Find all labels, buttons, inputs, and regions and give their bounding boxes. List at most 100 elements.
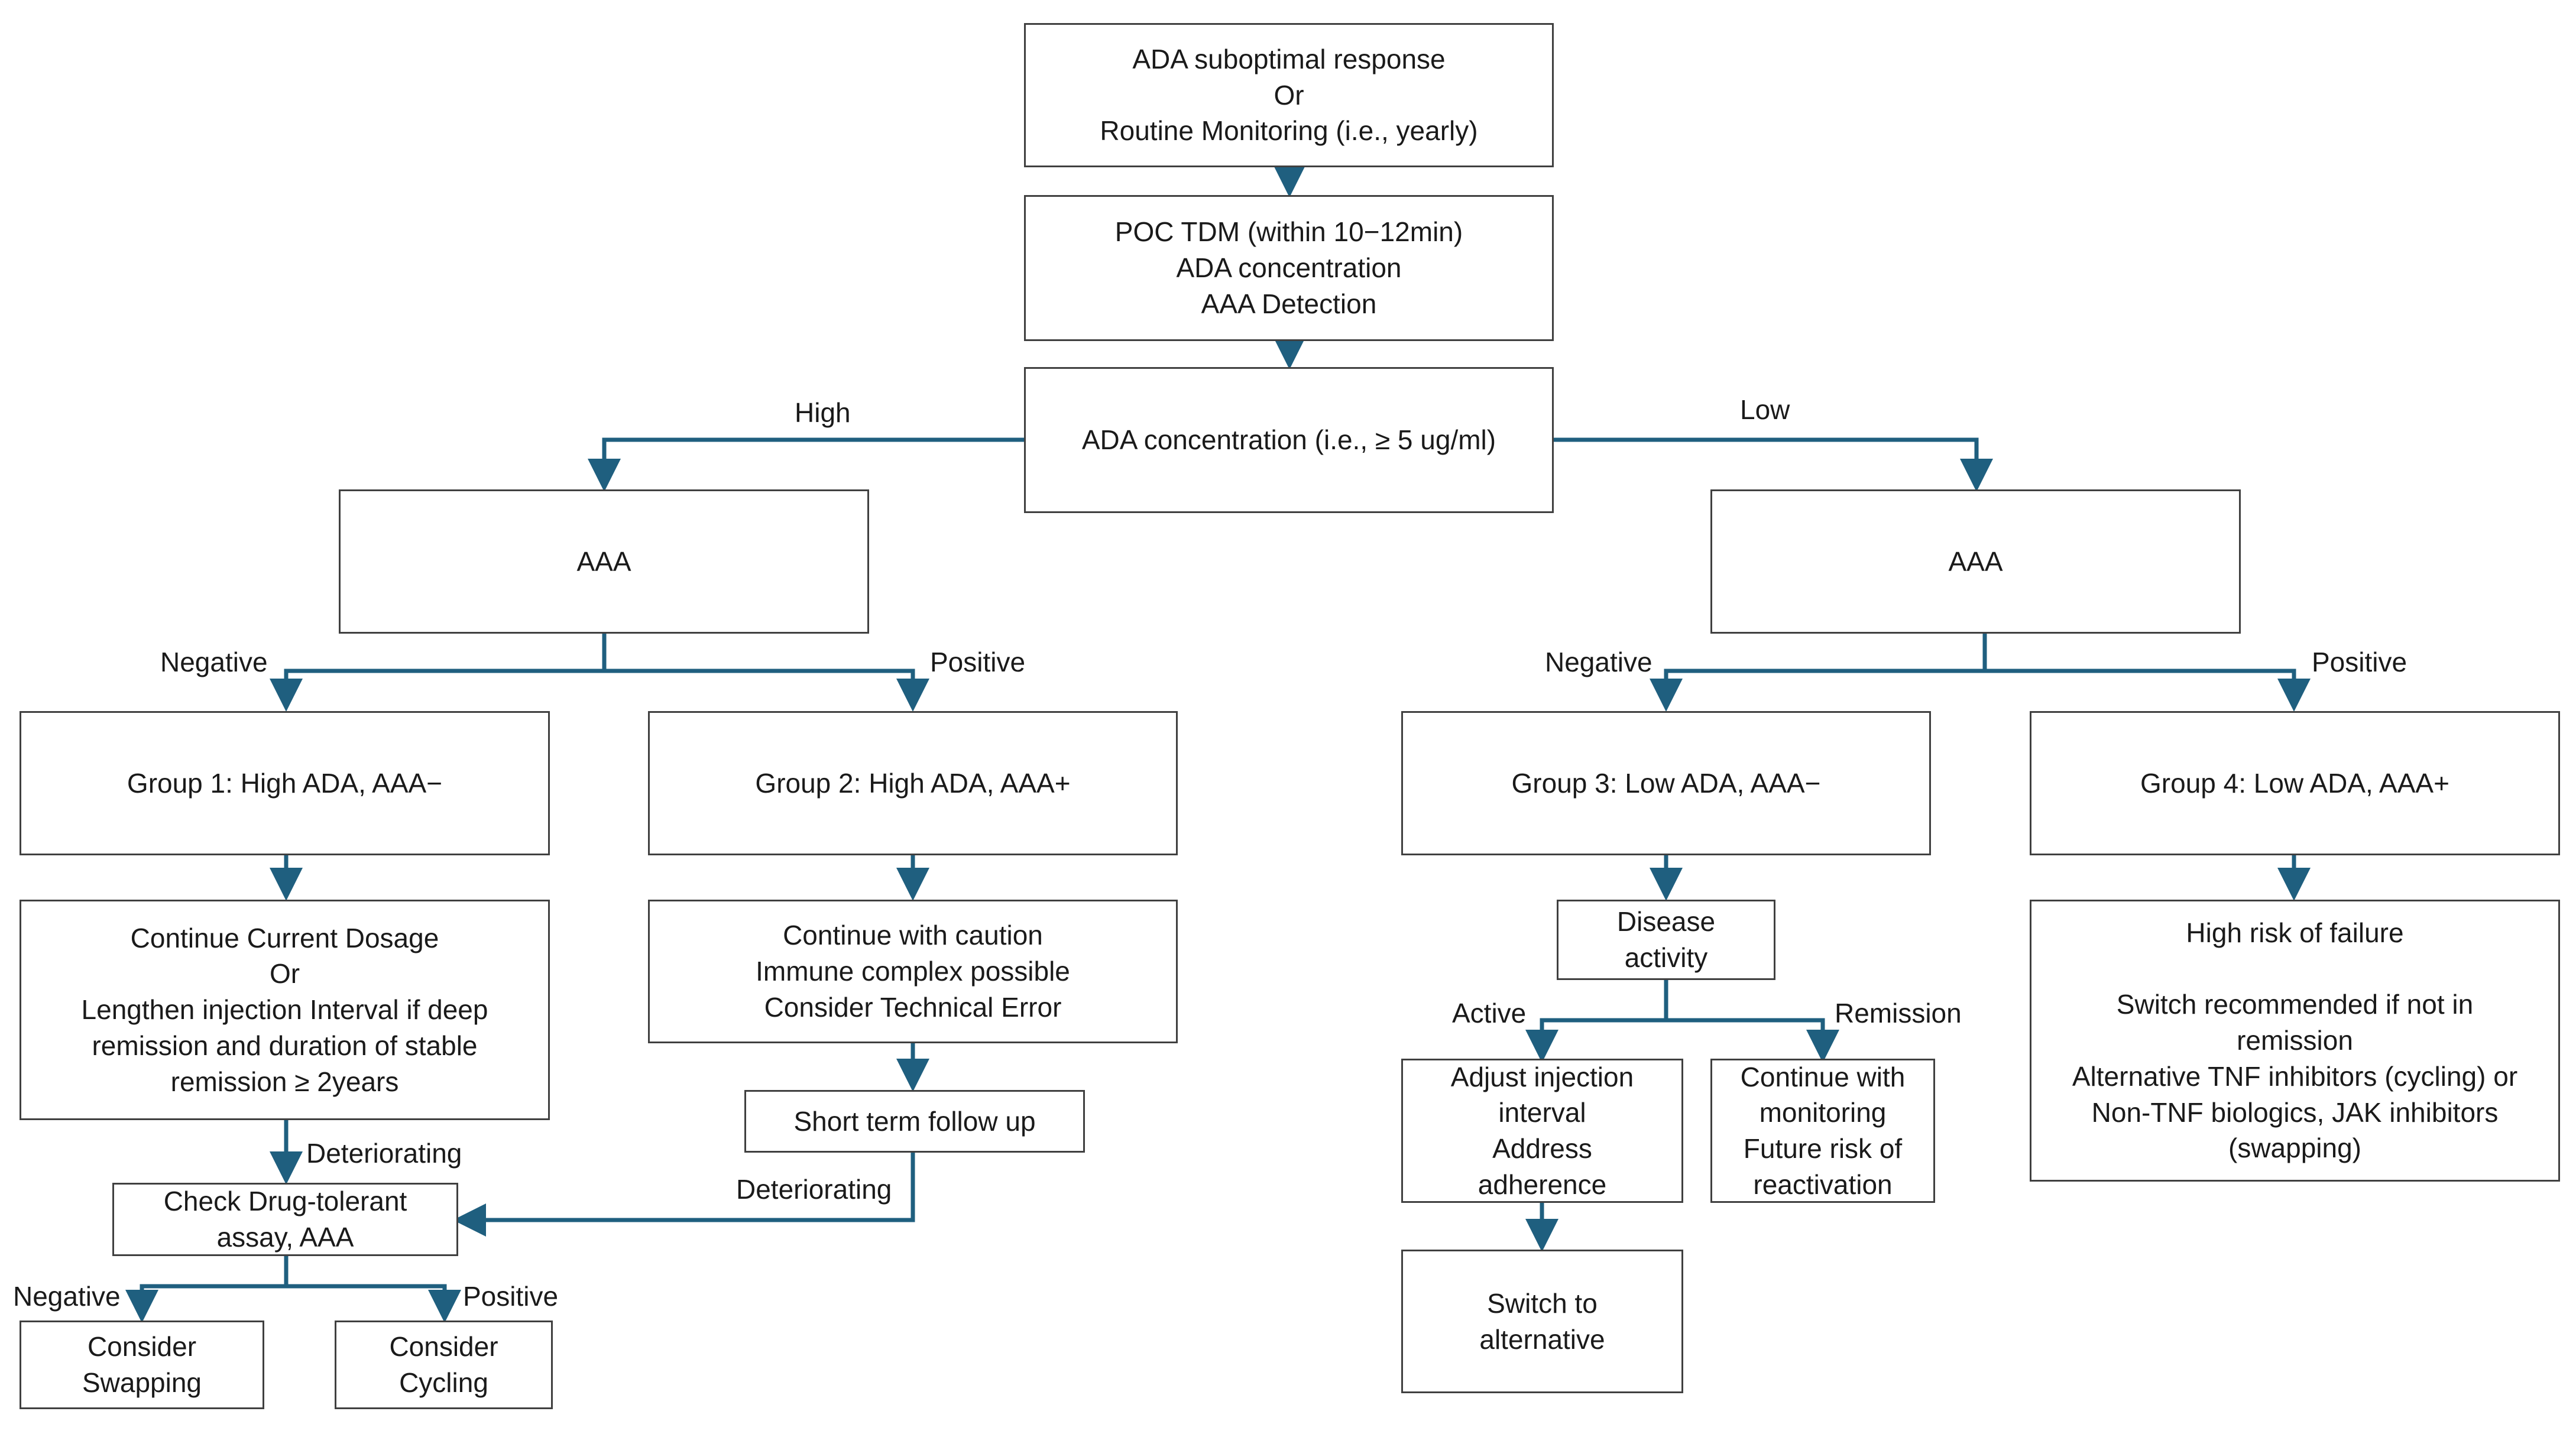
edge-label-active: Active xyxy=(1452,998,1527,1029)
node-text-line: remission and duration of stable xyxy=(92,1030,478,1061)
node-text: Group 1: High ADA, AAA− xyxy=(127,765,442,802)
node-text-line: Or xyxy=(269,958,300,989)
node-text-line: Non-TNF biologics, JAK inhibitors xyxy=(2091,1096,2499,1128)
edge-label-low: Low xyxy=(1740,394,1790,425)
node-text-line: adherence xyxy=(1477,1169,1607,1200)
node-text-line: Continue Current Dosage xyxy=(130,922,439,953)
edge-label-high: High xyxy=(795,397,851,428)
node-text-line: Cycling xyxy=(399,1367,488,1398)
node-text-line: Alternative TNF inhibitors (cycling) or xyxy=(2072,1060,2518,1092)
node-text-line: ADA concentration (i.e., ≥ 5 ug/ml) xyxy=(1081,424,1496,456)
node-text-line: Group 3: Low ADA, AAA− xyxy=(1511,767,1821,799)
node-text-line: Future risk of xyxy=(1743,1133,1903,1164)
edge-conc-high xyxy=(588,437,1025,492)
node-text-line: ADA suboptimal response xyxy=(1132,43,1446,74)
node-text-line: reactivation xyxy=(1753,1169,1893,1200)
edge-check-pos xyxy=(286,1284,461,1323)
group2-node: Group 2: High ADA, AAA+ xyxy=(648,711,1178,855)
node-text-line: Adjust injection xyxy=(1450,1061,1634,1092)
node-text: Check Drug-tolerant assay, AAA xyxy=(164,1183,407,1255)
group1-node: Group 1: High ADA, AAA− xyxy=(20,711,550,855)
node-text-line: Group 1: High ADA, AAA− xyxy=(127,767,443,799)
node-text-line: interval xyxy=(1498,1097,1586,1128)
aaa-high-node: AAA xyxy=(339,489,869,634)
node-text-line: Routine Monitoring (i.e., yearly) xyxy=(1100,115,1478,147)
edge-label-positive-right: Positive xyxy=(2312,647,2407,677)
edge-label-deteriorating-1: Deteriorating xyxy=(306,1138,462,1169)
node-text-line: Address xyxy=(1492,1133,1592,1164)
node-text-line: Consider xyxy=(389,1331,498,1362)
node-text: Group 3: Low ADA, AAA− xyxy=(1512,765,1821,802)
node-text-line: AAA xyxy=(576,546,631,577)
poc-tdm-node: POC TDM (within 10−12min) ADA concentrati… xyxy=(1024,195,1554,341)
node-text-line: Check Drug-tolerant xyxy=(163,1186,407,1217)
node-text-line: Switch to xyxy=(1487,1287,1598,1319)
node-text-line: Continue with caution xyxy=(783,920,1043,951)
node-text-line: monitoring xyxy=(1759,1097,1887,1128)
edge-conc-low xyxy=(1554,437,1993,492)
node-text-line: AAA Detection xyxy=(1201,288,1377,319)
edge-aaa-low-pos xyxy=(1985,669,2311,712)
group4-node: Group 4: Low ADA, AAA+ xyxy=(2030,711,2560,855)
node-text-line: Group 4: Low ADA, AAA+ xyxy=(2140,767,2449,799)
node-text: AAA xyxy=(1948,544,2003,580)
group3-node: Group 3: Low ADA, AAA− xyxy=(1401,711,1931,855)
node-text-line: Consider Technical Error xyxy=(764,991,1062,1023)
node-text-line: ADA concentration xyxy=(1176,252,1402,284)
node-text-line: Immune complex possible xyxy=(756,956,1070,987)
check-assay-node: Check Drug-tolerant assay, AAA xyxy=(112,1183,458,1256)
edge-short-check xyxy=(453,1153,915,1237)
node-text-line: Group 2: High ADA, AAA+ xyxy=(755,767,1071,799)
node-text: AAA xyxy=(576,544,631,580)
edge-label-positive-bottom: Positive xyxy=(463,1281,559,1312)
edge-disease-active xyxy=(1525,1018,1666,1063)
node-text: Group 2: High ADA, AAA+ xyxy=(755,765,1070,802)
node-text: POC TDM (within 10−12min) ADA concentrati… xyxy=(1115,214,1463,322)
node-text-line: High risk of failure xyxy=(2186,917,2404,948)
node-text-line: Consider xyxy=(87,1331,197,1362)
node-text-line: Lengthen injection Interval if deep xyxy=(81,994,488,1026)
node-text-line: POC TDM (within 10−12min) xyxy=(1114,216,1463,248)
edge-label-remission: Remission xyxy=(1835,998,1962,1029)
edge-aaa-high-pos xyxy=(604,669,929,712)
edge-aaa-high-neg xyxy=(270,669,604,712)
node-text-line: remission ≥ 2years xyxy=(170,1066,399,1097)
edge-label-negative-bottom: Negative xyxy=(13,1281,121,1312)
aaa-low-node: AAA xyxy=(1710,489,2241,634)
node-text-line: Switch recommended if not in xyxy=(2116,989,2474,1020)
node-text-line: Disease xyxy=(1616,906,1716,937)
short-term-follow-up-node: Short term follow up xyxy=(744,1090,1085,1153)
ada-concentration-node: ADA concentration (i.e., ≥ 5 ug/ml) xyxy=(1024,367,1554,513)
node-text: ADA concentration (i.e., ≥ 5 ug/ml) xyxy=(1082,422,1496,458)
edge-check-neg xyxy=(125,1284,286,1323)
edge-label-negative-right: Negative xyxy=(1545,647,1652,677)
node-text-line: assay, AAA xyxy=(216,1222,354,1253)
node-text-line: Continue with xyxy=(1740,1061,1906,1092)
edge-disease-remission xyxy=(1666,1018,1839,1063)
edge-label-deteriorating-2: Deteriorating xyxy=(736,1174,892,1205)
node-text-line: AAA xyxy=(1948,546,2003,577)
node-text: Short term follow up xyxy=(793,1104,1035,1140)
edge-label-positive-left: Positive xyxy=(930,647,1026,677)
